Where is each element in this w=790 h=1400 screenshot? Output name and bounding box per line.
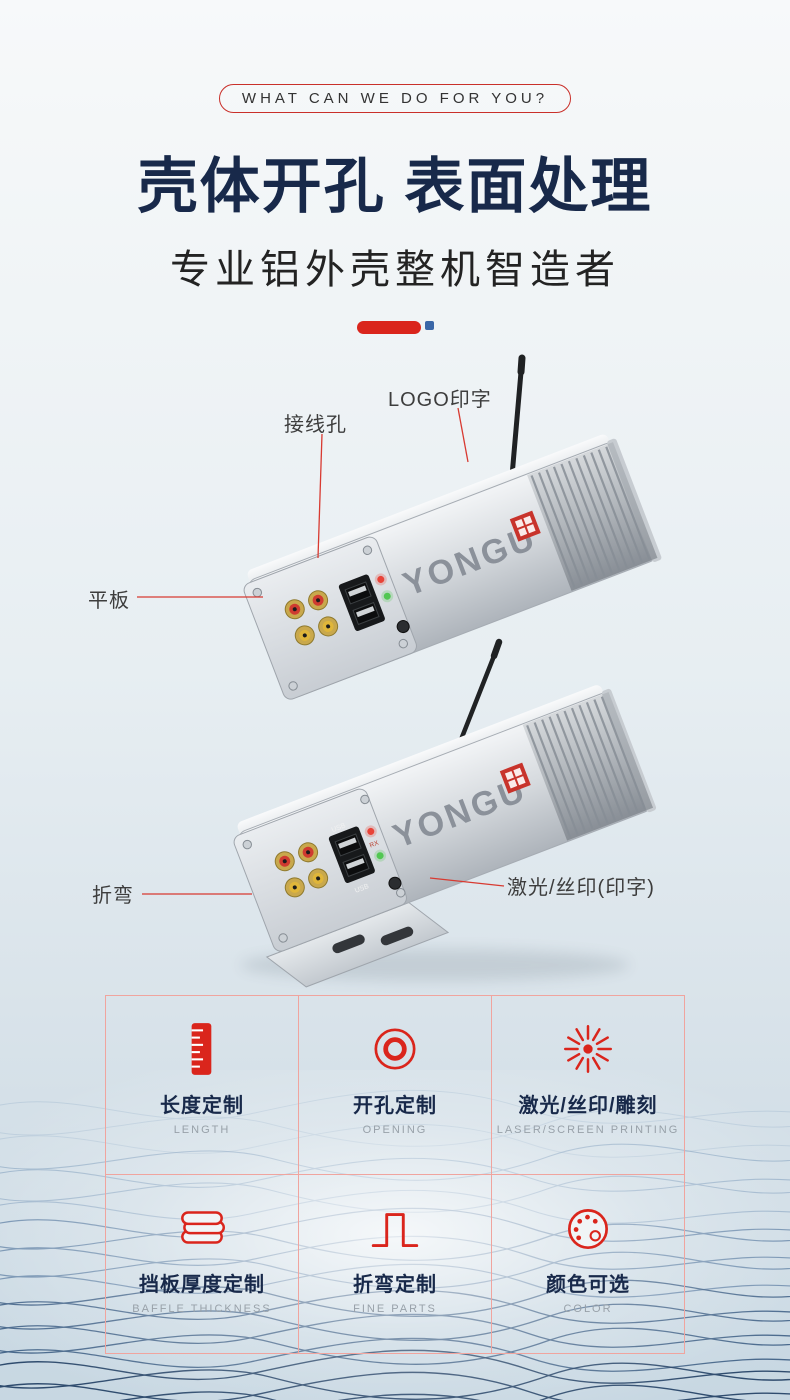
antenna-top <box>505 354 526 484</box>
feature-opening: 开孔定制 OPENING <box>299 996 492 1175</box>
power-knob <box>388 876 402 890</box>
feature-subtitle: OPENING <box>362 1124 428 1136</box>
rca-jacks <box>274 842 329 898</box>
feature-bend: 折弯定制 FINE PARTS <box>299 1175 492 1354</box>
baffle-icon <box>181 1211 225 1244</box>
bend-icon <box>371 1213 419 1248</box>
rx-label: RX <box>369 839 381 849</box>
palette-icon <box>568 1209 608 1250</box>
callout-line-wire-hole <box>317 433 323 559</box>
feature-subtitle: FINE PARTS <box>353 1303 437 1315</box>
feature-title: 挡板厚度定制 <box>139 1274 265 1296</box>
panel-screws <box>252 545 408 691</box>
page-title: 壳体开孔 表面处理 <box>137 153 653 220</box>
usb-port <box>338 574 385 631</box>
title-divider <box>0 321 790 334</box>
feature-subtitle: BAFFLE THICKNESS <box>132 1303 272 1315</box>
page-subtitle: 专业铝外壳整机智造者 <box>170 248 620 292</box>
laser-icon <box>563 1024 613 1074</box>
divider-accent-dot <box>424 321 434 330</box>
usb-port: USB USB <box>328 822 375 895</box>
svg-text:USB: USB <box>354 883 370 895</box>
heatsink-fins <box>526 696 646 838</box>
callout-line-logo-print <box>457 407 469 463</box>
callout-bend: 折弯 <box>92 885 134 907</box>
feature-length: 长度定制 LENGTH <box>106 996 299 1175</box>
ruler-icon <box>191 1023 212 1075</box>
callout-lines <box>137 407 505 895</box>
feature-title: 长度定制 <box>160 1095 244 1117</box>
feature-baffle: 挡板厚度定制 BAFFLE THICKNESS <box>106 1175 299 1354</box>
callout-line-laser <box>429 877 505 887</box>
status-leds: RX <box>364 825 387 862</box>
feature-title: 激光/丝印/雕刻 <box>518 1095 658 1117</box>
divider-red-bar <box>356 321 421 334</box>
rca-jacks <box>284 590 339 646</box>
brand-seal <box>499 762 531 794</box>
callout-laser-silk: 激光/丝印(印字) <box>507 877 655 899</box>
feature-subtitle: LASER/SCREEN PRINTING <box>496 1124 680 1136</box>
feature-grid: 长度定制 LENGTH 开孔定制 OPENING <box>105 995 685 1354</box>
svg-text:USB: USB <box>331 822 347 834</box>
callout-wire-hole: 接线孔 <box>284 414 347 436</box>
power-knob <box>396 620 410 634</box>
enclosure-top: YONGU <box>243 434 662 700</box>
hole-icon <box>374 1028 416 1070</box>
question-badge: WHAT CAN WE DO FOR YOU? <box>218 84 572 113</box>
status-leds <box>374 573 394 603</box>
panel-screws <box>242 794 406 943</box>
feature-title: 折弯定制 <box>353 1274 437 1296</box>
feature-subtitle: LENGTH <box>173 1124 231 1136</box>
feature-title: 开孔定制 <box>353 1095 437 1117</box>
feature-title: 颜色可选 <box>546 1274 630 1296</box>
brand-seal <box>509 510 541 542</box>
callout-flat-panel: 平板 <box>88 590 130 612</box>
callout-logo-print: LOGO印字 <box>388 389 492 411</box>
badge-row: WHAT CAN WE DO FOR YOU? <box>0 84 790 113</box>
enclosure-bottom: YONGU USB USB <box>233 685 657 988</box>
heatsink-fins <box>530 446 651 588</box>
product-illustration: YONGU USB USB <box>137 354 662 988</box>
wave-pattern <box>0 1070 790 1400</box>
feature-laser: 激光/丝印/雕刻 LASER/SCREEN PRINTING <box>492 996 685 1175</box>
feature-subtitle: COLOR <box>563 1303 613 1315</box>
feature-color: 颜色可选 COLOR <box>492 1175 685 1354</box>
